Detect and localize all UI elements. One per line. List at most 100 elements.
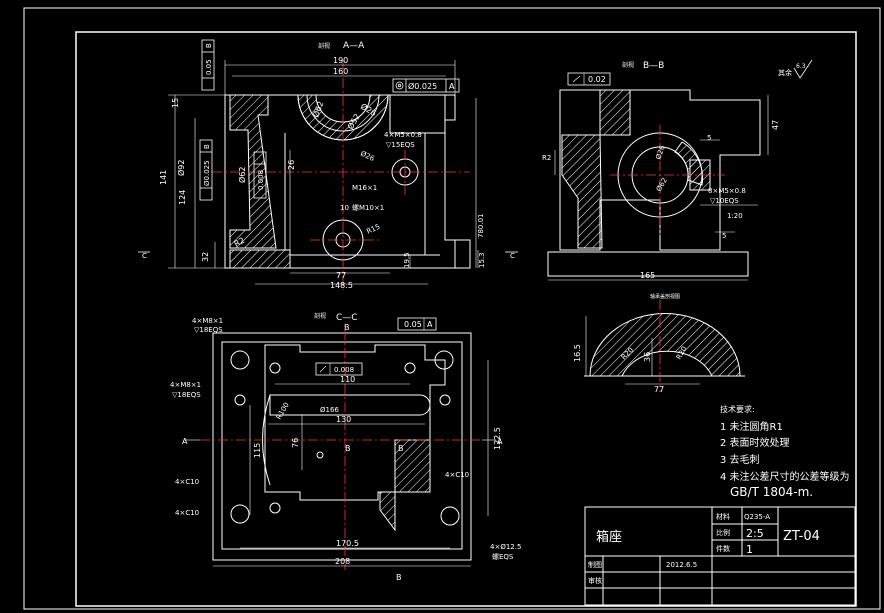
cc-m8-a-b: ▽18EQS xyxy=(194,326,223,334)
aa-dim-124: 124 xyxy=(178,190,187,205)
bb-wall-hatch xyxy=(561,134,603,249)
cc-dim-76: 76 xyxy=(291,438,300,448)
aa-pos-tol-value: Ø0.025 xyxy=(408,81,437,91)
cc-c10b: 4×C10 xyxy=(175,509,199,517)
aa-flat-tol-ref: B xyxy=(205,43,213,48)
cc-tol-value: 0.05 xyxy=(404,320,422,329)
cc-c10c: 4×C10 xyxy=(445,471,469,479)
cc-dimension-lines xyxy=(185,317,496,567)
aa-dimension-lines xyxy=(168,60,479,285)
cc-base-outline xyxy=(212,332,472,561)
aa-dim-d32: Ø26 xyxy=(359,150,376,164)
bb-rough-value: 6.3 xyxy=(796,63,806,70)
aa-runout-tol-frame xyxy=(199,139,213,201)
aa-base-hatch xyxy=(229,249,291,269)
aa-flat-tol-frame xyxy=(201,39,215,91)
cc-label-a-right: A xyxy=(497,437,503,446)
title-drawing-no: ZT-04 xyxy=(783,529,820,544)
cc-corner-hole-tr xyxy=(434,350,454,370)
aa-dim-780: 780.01 xyxy=(477,214,485,239)
aa-dim-160: 160 xyxy=(333,67,348,76)
aa-thread1: 4×M5×0.8 xyxy=(384,131,422,139)
title-material-label: 材料 xyxy=(716,512,730,521)
cc-label-a-left: A xyxy=(182,437,188,446)
aa-section-c-right: C xyxy=(510,252,515,260)
view-bb: 剖视 B—B xyxy=(547,61,761,277)
note-3: 3 去毛刺 xyxy=(720,454,760,466)
aa-pos-tol-ref: A xyxy=(449,82,455,91)
outer-border xyxy=(23,7,881,610)
cc-hole: 4×Ø12.5 xyxy=(490,543,521,551)
bb-dim-5: 5 xyxy=(722,232,726,240)
aa-dim-190: 190 xyxy=(333,56,348,65)
cc-section-prefix: 剖视 xyxy=(314,312,326,320)
notes-heading: 技术要求: xyxy=(720,404,755,414)
cc-m8-b: 4×M8×1 xyxy=(170,381,201,389)
cc-hole-b: 螺EQS xyxy=(492,552,514,561)
bb-dim-r2: R2 xyxy=(542,154,551,162)
detail-dim-36: 36 xyxy=(643,352,652,362)
aa-dim-153: 15.3 xyxy=(478,252,486,268)
title-block-texts: 箱座 材料 Q235-A 比例 2:5 件数 1 ZT-04 制图 2012.6… xyxy=(588,512,820,585)
view-cc: 剖视 C—C xyxy=(212,312,472,561)
bb-title: B—B xyxy=(643,61,664,71)
title-qty-label: 件数 xyxy=(716,544,730,553)
note-2: 2 表面时效处理 xyxy=(720,436,790,449)
cc-label-b-mid2: B xyxy=(398,444,404,453)
cc-dim-1225: 122.5 xyxy=(493,427,502,450)
bb-centerlines xyxy=(610,125,725,235)
cc-corner-hole-tl xyxy=(230,350,250,370)
cc-dim-115: 115 xyxy=(253,443,262,458)
aa-dim-148: 148.5 xyxy=(330,281,353,290)
cc-c10a: 4×C10 xyxy=(175,478,199,486)
title-scale-label: 比例 xyxy=(716,528,730,537)
cc-tol-ref: A xyxy=(427,320,433,329)
tech-notes: 技术要求: 1 未注圆角R1 2 表面时效处理 3 去毛刺 4 未注公差尺寸的公… xyxy=(720,404,850,499)
aa-title: A—A xyxy=(343,41,365,51)
bb-thread: 8×M5×0.8 xyxy=(708,187,746,195)
detail-dim-77: 77 xyxy=(654,385,664,394)
detail-title: 轴承盖剖视图 xyxy=(650,293,680,300)
detail-dim-165: 16.5 xyxy=(573,344,582,362)
cc-centerlines xyxy=(200,330,480,570)
cc-title: C—C xyxy=(336,313,358,323)
bb-base xyxy=(547,251,749,277)
bb-texts: 0.02 Ø26 Ø62 R2 47 165 8×M5×0.8 ▽10EQS 1… xyxy=(542,63,806,280)
bb-rough-label: 其余 xyxy=(778,68,792,77)
note-1: 1 未注圆角R1 xyxy=(720,420,783,433)
aa-dim-141: 141 xyxy=(159,170,168,185)
cc-corner-hole-bl xyxy=(230,504,250,524)
cc-label-b-top: B xyxy=(344,323,350,332)
aa-dim-195: 19.5 xyxy=(403,252,411,268)
aa-dim-92: Ø92 xyxy=(176,160,186,176)
title-qty: 1 xyxy=(746,543,753,556)
inner-border xyxy=(75,31,857,607)
aa-texts: 190 160 Ø0.025 A Ø62 Ø52 Ø26 4×M5×0.8 ▽1… xyxy=(142,43,515,290)
aa-bearing-boss-hatch xyxy=(297,94,389,141)
title-checker-label: 审核 xyxy=(588,576,602,585)
title-date: 2012.6.5 xyxy=(666,561,697,569)
bb-flat-tol-value: 0.02 xyxy=(588,75,606,84)
bb-dim-d62: Ø62 xyxy=(655,177,669,193)
cc-dim-1705: 170.5 xyxy=(336,539,359,548)
cc-dim-110: 110 xyxy=(340,375,355,384)
cc-corner-hole-br xyxy=(440,506,460,526)
title-material: Q235-A xyxy=(744,513,770,521)
aa-pos-tol-frame xyxy=(392,78,460,93)
aa-025-tol-value: Ø0.025 xyxy=(203,160,211,186)
detail-outline xyxy=(589,313,741,377)
cc-flat-value: 0.008 xyxy=(334,366,354,374)
cc-dim-208: 208 xyxy=(335,557,350,566)
cc-m8-a: 4×M8×1 xyxy=(192,317,223,325)
title-designer-label: 制图 xyxy=(588,560,602,569)
aa-centerlines xyxy=(212,60,470,290)
aa-008-tol-frame xyxy=(253,151,267,199)
aa-thread-m10: 螺M10×1 xyxy=(352,203,384,212)
note-4: 4 未注公差尺寸的公差等级为 xyxy=(720,470,850,483)
bb-flat-tol-frame xyxy=(567,72,611,86)
cc-m8-b-b: ▽18EQS xyxy=(172,391,201,399)
cc-dim-r100: R100 xyxy=(275,401,291,421)
title-block xyxy=(584,506,856,606)
aa-dim-32: 32 xyxy=(201,252,210,262)
